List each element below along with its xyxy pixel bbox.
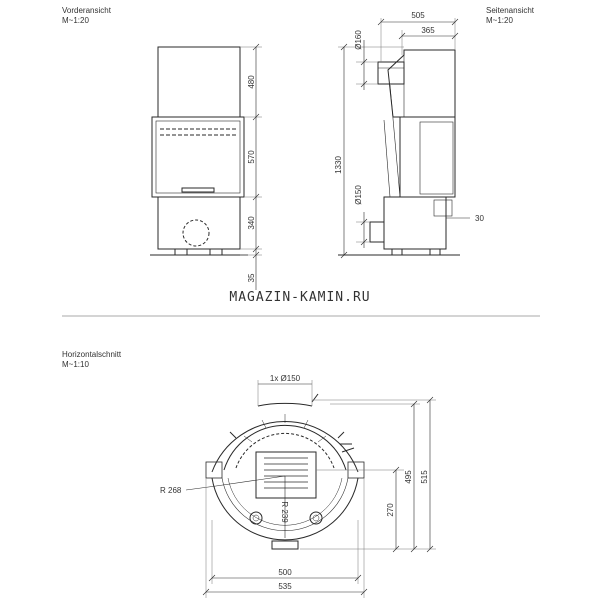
plan-r268-leader [185, 485, 217, 491]
side-foot-right [429, 248, 441, 256]
dim-front-480: 480 [247, 75, 256, 89]
side-30-block [433, 199, 453, 217]
side-view-scale: M~1:20 [486, 16, 513, 25]
dimension-labels: 480 570 340 35 505 365 Ø160 1330 Ø150 30… [160, 11, 484, 591]
front-glass [155, 120, 241, 194]
watermark: MAGAZIN-KAMIN.RU [229, 290, 371, 305]
dim-plan-r239: R 239 [280, 501, 289, 523]
horizontal-section [185, 380, 436, 598]
side-air-connection [369, 221, 385, 243]
front-foot-right [209, 248, 223, 256]
front-view-title-text: Vorderansicht [62, 6, 111, 15]
side-view-title-text: Seitenansicht [486, 6, 535, 15]
plan-lower-outer [211, 477, 359, 541]
side-firebox [399, 116, 456, 198]
plan-foot-left [249, 511, 263, 525]
side-view-title: Seitenansicht M~1:20 [486, 6, 534, 26]
plan-flue-ring [257, 402, 313, 407]
dim-side-d150: Ø150 [354, 185, 363, 205]
dim-plan-270: 270 [386, 503, 395, 517]
front-air-inlet [182, 219, 210, 247]
dim-plan-1x150: 1x Ø150 [270, 374, 301, 383]
front-base [157, 196, 241, 250]
section-scale: M~1:10 [62, 360, 89, 369]
front-chimney-hood [157, 46, 241, 118]
front-foot-left [174, 248, 188, 256]
dim-front-570: 570 [247, 150, 256, 164]
dim-plan-515: 515 [420, 470, 429, 484]
side-flue-pipe [377, 61, 405, 85]
dim-side-30: 30 [475, 214, 484, 223]
dim-plan-r268: R 268 [160, 486, 182, 495]
side-glass [419, 121, 454, 195]
plan-post-left [205, 461, 223, 479]
front-view-title: Vorderansicht M~1:20 [62, 6, 111, 26]
plan-foot-right [309, 511, 323, 525]
dim-side-365: 365 [421, 26, 435, 35]
dim-plan-500: 500 [278, 568, 292, 577]
side-base [383, 196, 447, 250]
dim-plan-495: 495 [404, 470, 413, 484]
side-foot-left [391, 248, 403, 256]
dim-front-35: 35 [247, 273, 256, 282]
dim-side-505: 505 [411, 11, 425, 20]
section-title-text: Horizontalschnitt [62, 350, 122, 359]
front-view [150, 43, 262, 290]
dim-front-340: 340 [247, 216, 256, 230]
plan-front-foot [271, 540, 299, 550]
plan-grate [255, 451, 317, 499]
front-grate [181, 187, 215, 193]
dim-side-1330: 1330 [334, 156, 343, 174]
dim-side-d160: Ø160 [354, 30, 363, 50]
plan-firebrick [235, 432, 335, 469]
plan-inner-shell [223, 424, 347, 471]
dim-plan-535: 535 [278, 582, 292, 591]
side-view [338, 18, 470, 259]
plan-outer-shell [211, 420, 359, 473]
section-title: Horizontalschnitt M~1:10 [62, 350, 121, 370]
front-view-scale: M~1:20 [62, 16, 89, 25]
